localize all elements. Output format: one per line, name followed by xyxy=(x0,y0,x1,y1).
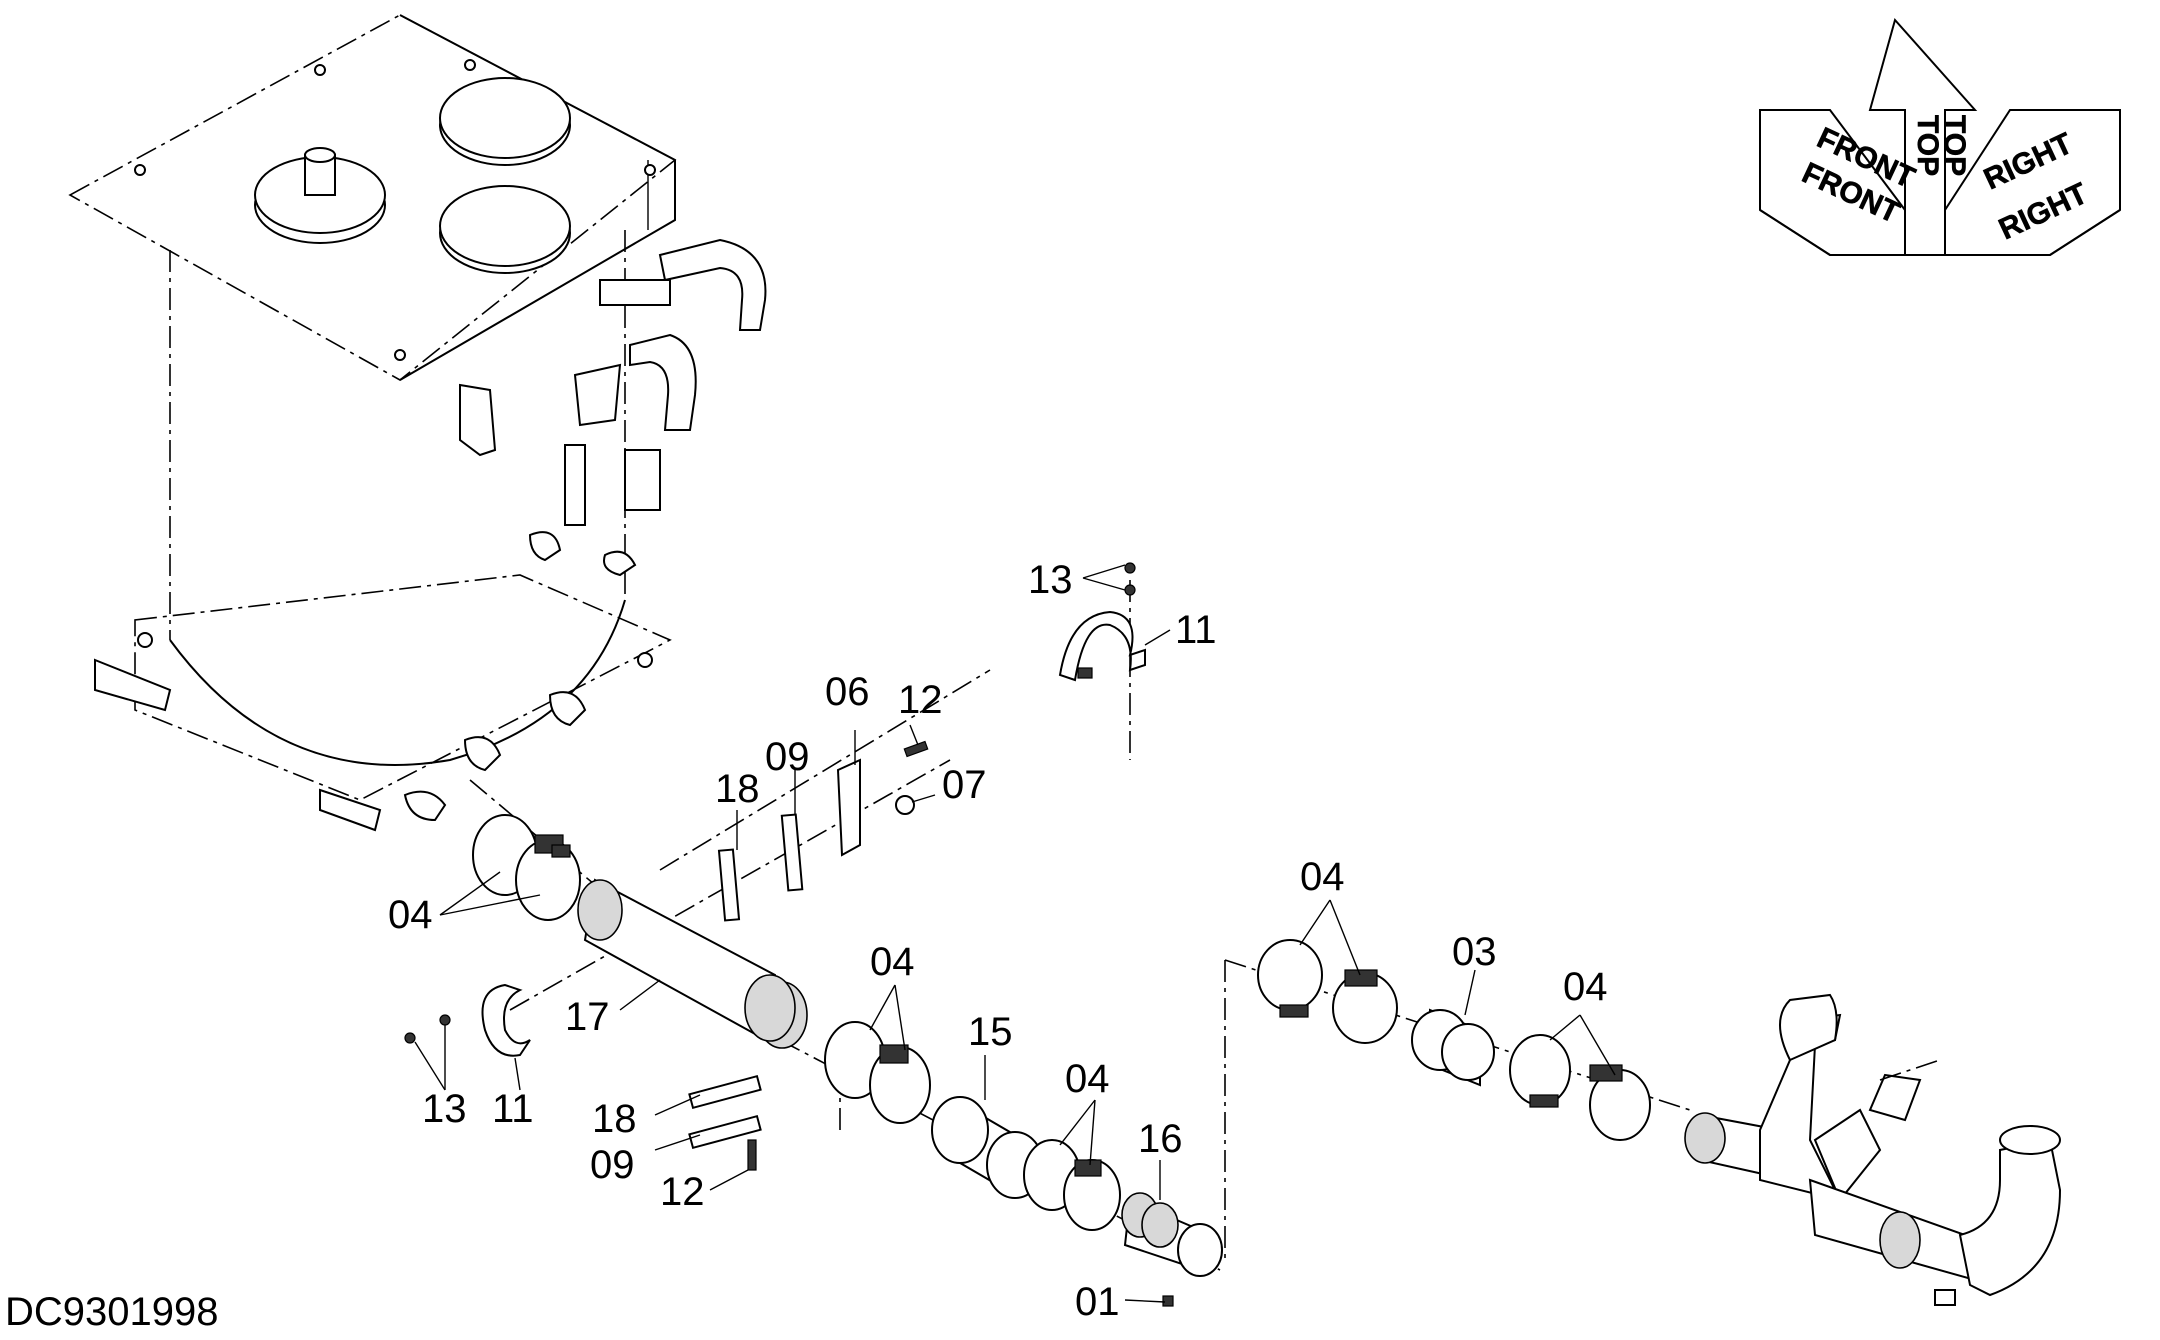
callout-04-right: 04 xyxy=(1563,965,1608,1009)
callout-17: 17 xyxy=(565,995,610,1039)
bracket-11-bottom xyxy=(481,983,531,1057)
leader-lines xyxy=(414,564,1616,1303)
bracket-06 xyxy=(836,758,861,857)
compass-top-label-a: TOP xyxy=(1938,115,1971,176)
strap-09-top xyxy=(780,813,804,892)
bracket-11-top xyxy=(1058,610,1146,682)
callout-06: 06 xyxy=(825,670,870,714)
manifold-assembly xyxy=(1684,993,2062,1306)
strap-18-top xyxy=(717,848,741,922)
callout-13-top: 13 xyxy=(1028,558,1073,602)
pipe-parts xyxy=(404,562,2062,1307)
callout-04-upper: 04 xyxy=(1300,855,1345,899)
callout-15: 15 xyxy=(968,1010,1013,1054)
callout-09-bottom: 09 xyxy=(590,1143,635,1187)
strap-18-bottom xyxy=(688,1074,762,1110)
callout-04-mid: 04 xyxy=(870,940,915,984)
strap-09-bottom xyxy=(688,1114,762,1150)
callout-12-top: 12 xyxy=(898,678,943,722)
callout-11-top: 11 xyxy=(1175,608,1217,652)
callout-03: 03 xyxy=(1452,930,1497,974)
callout-09-top: 09 xyxy=(765,735,810,779)
callout-11-bottom: 11 xyxy=(492,1087,534,1131)
tank-assembly xyxy=(68,14,767,832)
callout-18-bottom: 18 xyxy=(592,1097,637,1141)
callout-13-bottom: 13 xyxy=(422,1087,467,1131)
callout-16: 16 xyxy=(1138,1117,1183,1161)
compass-top-label-b: TOP xyxy=(1911,115,1944,176)
callout-07: 07 xyxy=(942,763,987,807)
callout-labels: 13 11 06 12 07 09 18 04 17 13 11 18 09 1… xyxy=(388,558,1608,1324)
callout-12-bottom: 12 xyxy=(660,1170,705,1214)
callout-04-lower: 04 xyxy=(1065,1057,1110,1101)
clamp-04-upper-a xyxy=(1257,939,1323,1011)
callout-01: 01 xyxy=(1075,1280,1120,1324)
drawing-code: DC9301998 xyxy=(5,1290,219,1334)
callout-18-top: 18 xyxy=(715,767,760,811)
callout-04-left: 04 xyxy=(388,893,433,937)
orientation-compass: TOP TOP FRONT FRONT RIGHT RIGHT xyxy=(1759,17,2121,256)
